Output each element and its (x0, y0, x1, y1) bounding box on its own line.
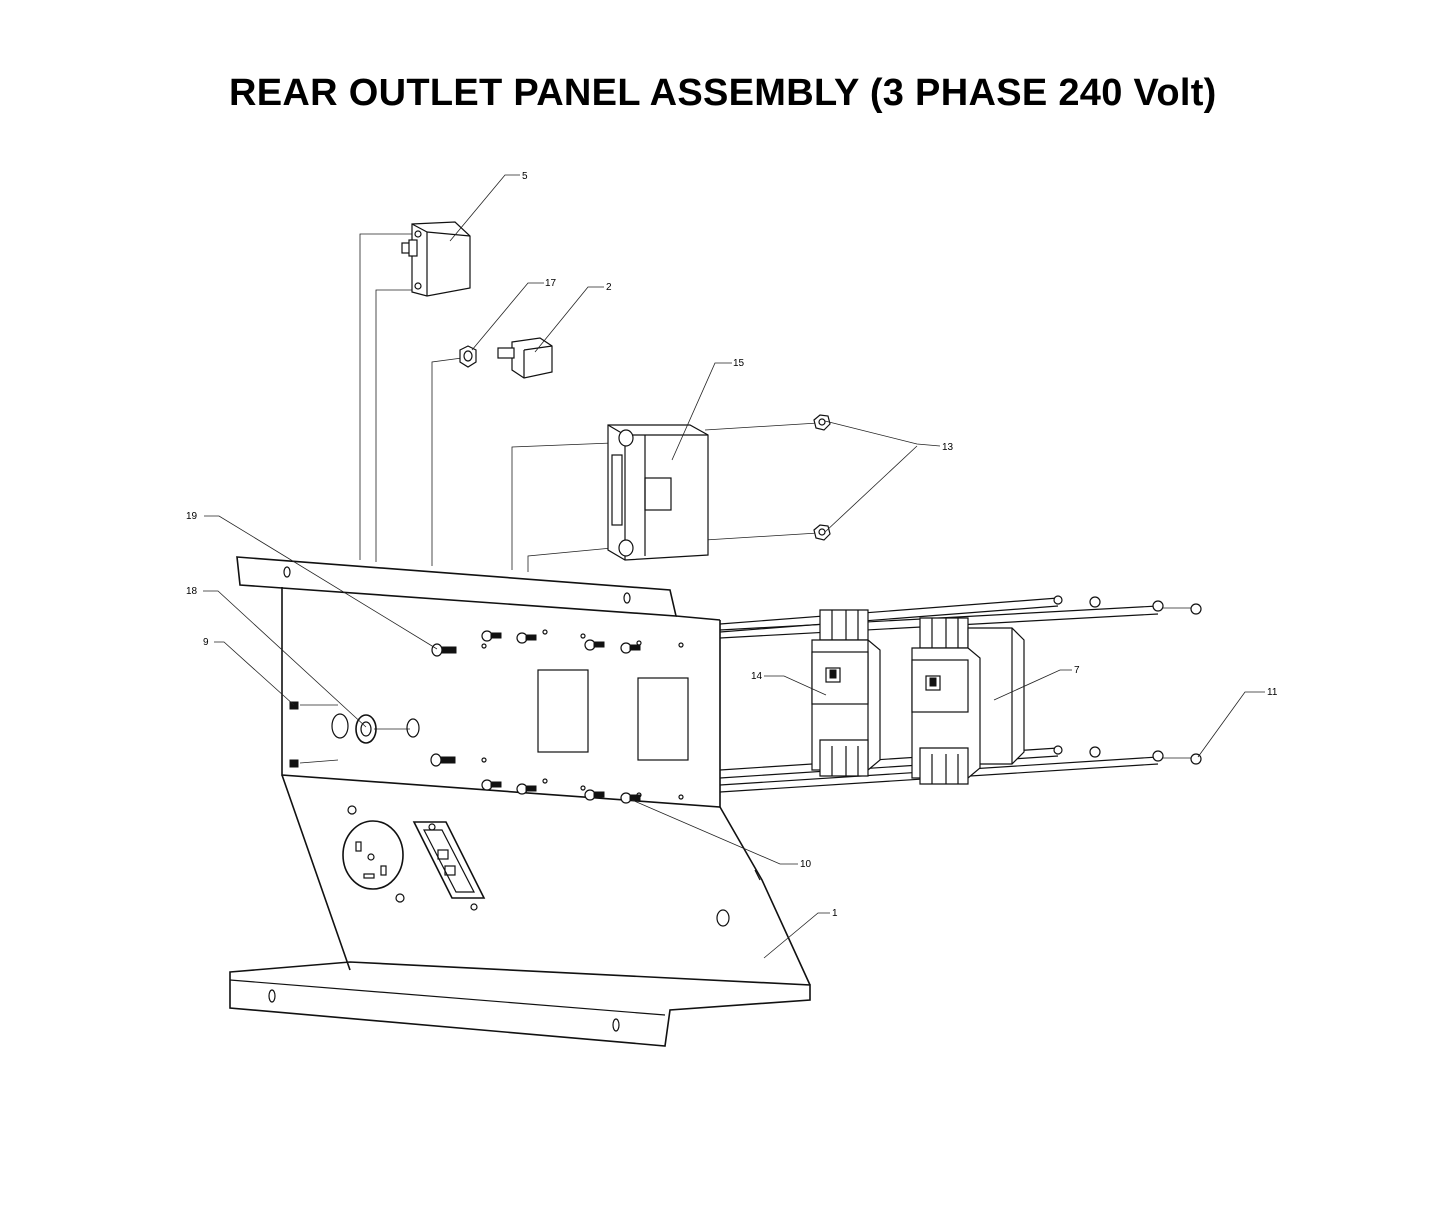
breaker-part-14 (811, 609, 881, 777)
mounting-screws (289, 629, 684, 804)
diagram-title: REAR OUTLET PANEL ASSEMBLY (3 PHASE 240 … (229, 72, 1217, 114)
callout-9: 9 (203, 637, 209, 648)
toggle-switch-part-2 (497, 337, 553, 379)
screw-19 (431, 643, 487, 657)
callout-13: 13 (942, 442, 954, 453)
callout-labels: 5 17 2 15 13 19 18 9 14 7 11 10 1 (186, 171, 1278, 919)
callout-10: 10 (800, 859, 812, 870)
leader-lines (203, 174, 1265, 959)
breaker-part-15 (607, 424, 709, 561)
gfci-receptacle (412, 821, 486, 911)
screw-9 (289, 701, 299, 768)
callout-1: 1 (832, 908, 838, 919)
rail-end-nuts (1053, 595, 1202, 765)
callout-17: 17 (545, 278, 557, 289)
twist-lock-receptacle (342, 805, 405, 903)
callout-15: 15 (733, 358, 745, 369)
callout-18: 18 (186, 586, 198, 597)
callout-14: 14 (751, 671, 763, 682)
circuit-breaker-part-5 (401, 221, 471, 297)
callout-2: 2 (606, 282, 612, 293)
nut-part-13-lower (813, 524, 831, 541)
main-bracket (229, 556, 811, 1047)
assembly-lines (299, 233, 819, 764)
nut-part-13-upper (813, 414, 831, 431)
hex-nut-part-17 (459, 345, 477, 368)
callout-11: 11 (1267, 687, 1278, 698)
callout-7: 7 (1074, 665, 1080, 676)
callout-19: 19 (186, 511, 198, 522)
screw-10 (620, 792, 684, 804)
contactor-part-7 (911, 617, 1025, 785)
grommet-part-18 (331, 713, 420, 744)
callout-5: 5 (522, 171, 528, 182)
